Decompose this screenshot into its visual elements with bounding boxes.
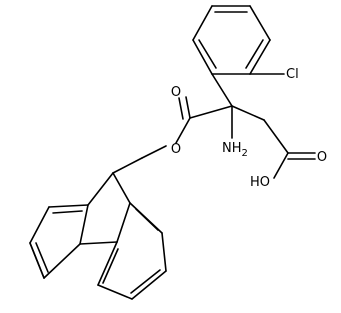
hydroxyl-label: HO — [250, 175, 270, 190]
fluorene-left-ring — [29, 204, 89, 279]
ch2-bond — [231, 105, 265, 121]
chlorophenyl-ring — [192, 5, 271, 75]
chlorine-label: Cl — [286, 67, 299, 82]
ester-carbonyl-bond-2 — [178, 97, 184, 120]
o-ch2-bond — [141, 145, 167, 159]
aryl-bond — [211, 73, 233, 107]
amine-n-label: NH — [222, 141, 242, 156]
fluorene-five-ring — [79, 172, 131, 245]
acid-ch2-c-bond — [263, 119, 289, 154]
amine-subscript: 2 — [242, 148, 248, 159]
ester-oxygen-bond — [175, 117, 191, 144]
acid-oh-bond — [273, 152, 289, 179]
ester-oxygen-label: O — [171, 142, 181, 157]
amine-label: NH2 — [222, 141, 248, 159]
ch2-fluorenyl-bond — [112, 157, 143, 174]
ester-carbon-bond — [189, 105, 233, 119]
fluorene-right-ring — [97, 202, 167, 300]
acid-carbonyl-oxygen-label: O — [317, 150, 327, 165]
ester-carbonyl-bond — [185, 96, 191, 119]
carbonyl-oxygen-label: O — [171, 85, 181, 100]
